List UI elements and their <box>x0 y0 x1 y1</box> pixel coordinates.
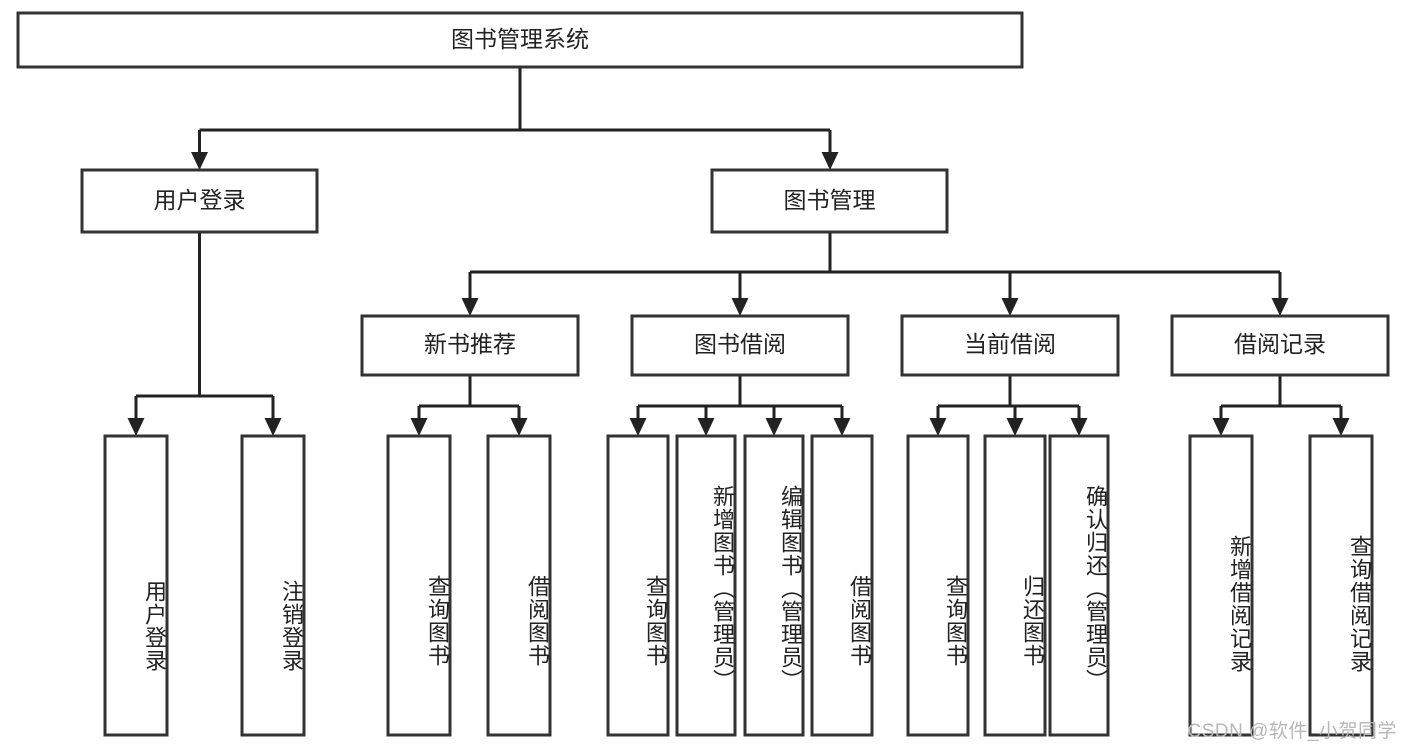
node-leaf-edit-book-admin-rect[interactable] <box>743 434 805 737</box>
node-current-borrow-label: 当前借阅 <box>964 331 1056 357</box>
node-user-login-label: 用户登录 <box>154 187 246 213</box>
node-leaf-add-book-admin-rect[interactable] <box>675 434 737 737</box>
node-leaf-user-login-rect[interactable] <box>103 434 169 737</box>
arrow-head-new-book-recommend <box>461 298 479 316</box>
arrow-head-user-login <box>191 152 208 170</box>
arrow-head-leaf-add-borrow-record <box>1212 418 1230 436</box>
node-leaf-query-book-rec-rect[interactable] <box>386 434 452 737</box>
arrow-head-leaf-query-borrow-record <box>1332 418 1350 436</box>
node-leaf-return-book-rect[interactable] <box>983 434 1047 737</box>
node-borrow-records-rect[interactable] <box>1170 314 1390 377</box>
node-leaf-query-borrow-record-rect[interactable] <box>1308 434 1374 737</box>
arrow-head-leaf-add-book-admin <box>697 418 715 436</box>
node-leaf-borrow-book-rec-rect[interactable] <box>486 434 552 737</box>
arrow-head-leaf-return-book <box>1006 418 1024 436</box>
node-layer: 图书管理系统 用户登录 图书管理 新书推荐 图书借阅 当前 <box>16 11 1390 737</box>
node-leaf-confirm-return-admin-rect[interactable] <box>1048 434 1110 737</box>
arrow-head-leaf-logout-login <box>264 418 282 436</box>
node-leaf-add-borrow-record-rect[interactable] <box>1188 434 1254 737</box>
node-leaf-query-book-current-rect[interactable] <box>906 434 970 737</box>
node-user-login-rect[interactable] <box>80 168 319 234</box>
node-book-management-label: 图书管理 <box>784 187 876 213</box>
arrow-head-leaf-borrow-book <box>833 418 851 436</box>
connector-layer <box>127 67 1350 436</box>
node-book-management-rect[interactable] <box>710 168 949 234</box>
node-leaf-borrow-book-rect[interactable] <box>810 434 874 737</box>
node-book-management[interactable]: 图书管理 <box>710 168 949 234</box>
node-new-book-recommend-rect[interactable] <box>360 314 580 377</box>
arrow-head-leaf-confirm-return-admin <box>1070 418 1088 436</box>
node-borrow-records[interactable]: 借阅记录 <box>1170 314 1390 377</box>
arrow-head-leaf-user-login <box>127 418 145 436</box>
arrow-head-leaf-edit-book-admin <box>765 418 783 436</box>
node-new-book-recommend-label: 新书推荐 <box>424 331 516 357</box>
node-borrow-records-label: 借阅记录 <box>1234 331 1326 357</box>
node-book-borrow[interactable]: 图书借阅 <box>630 314 850 377</box>
node-leaf-query-book-borrow-rect[interactable] <box>606 434 670 737</box>
node-book-borrow-rect[interactable] <box>630 314 850 377</box>
node-current-borrow-rect[interactable] <box>900 314 1120 377</box>
arrow-head-leaf-query-book-borrow <box>629 418 647 436</box>
node-leaf-logout-login-rect[interactable] <box>240 434 306 737</box>
node-root-rect[interactable] <box>16 11 1024 69</box>
node-root[interactable]: 图书管理系统 <box>16 11 1024 69</box>
csdn-watermark: CSDN @软件_小贺同学 <box>1187 721 1397 742</box>
arrow-head-leaf-borrow-book-rec <box>510 418 528 436</box>
node-book-borrow-label: 图书借阅 <box>694 331 786 357</box>
node-user-login[interactable]: 用户登录 <box>80 168 319 234</box>
arrow-head-leaf-query-book-current <box>929 418 947 436</box>
arrow-head-current-borrow <box>1001 298 1019 316</box>
arrow-head-borrow-records <box>1271 298 1289 316</box>
arrow-head-book-borrow <box>731 298 749 316</box>
arrow-head-leaf-query-book-rec <box>410 418 428 436</box>
arrow-head-book-management <box>821 152 839 170</box>
node-new-book-recommend[interactable]: 新书推荐 <box>360 314 580 377</box>
node-root-label: 图书管理系统 <box>451 26 589 52</box>
node-current-borrow[interactable]: 当前借阅 <box>900 314 1120 377</box>
